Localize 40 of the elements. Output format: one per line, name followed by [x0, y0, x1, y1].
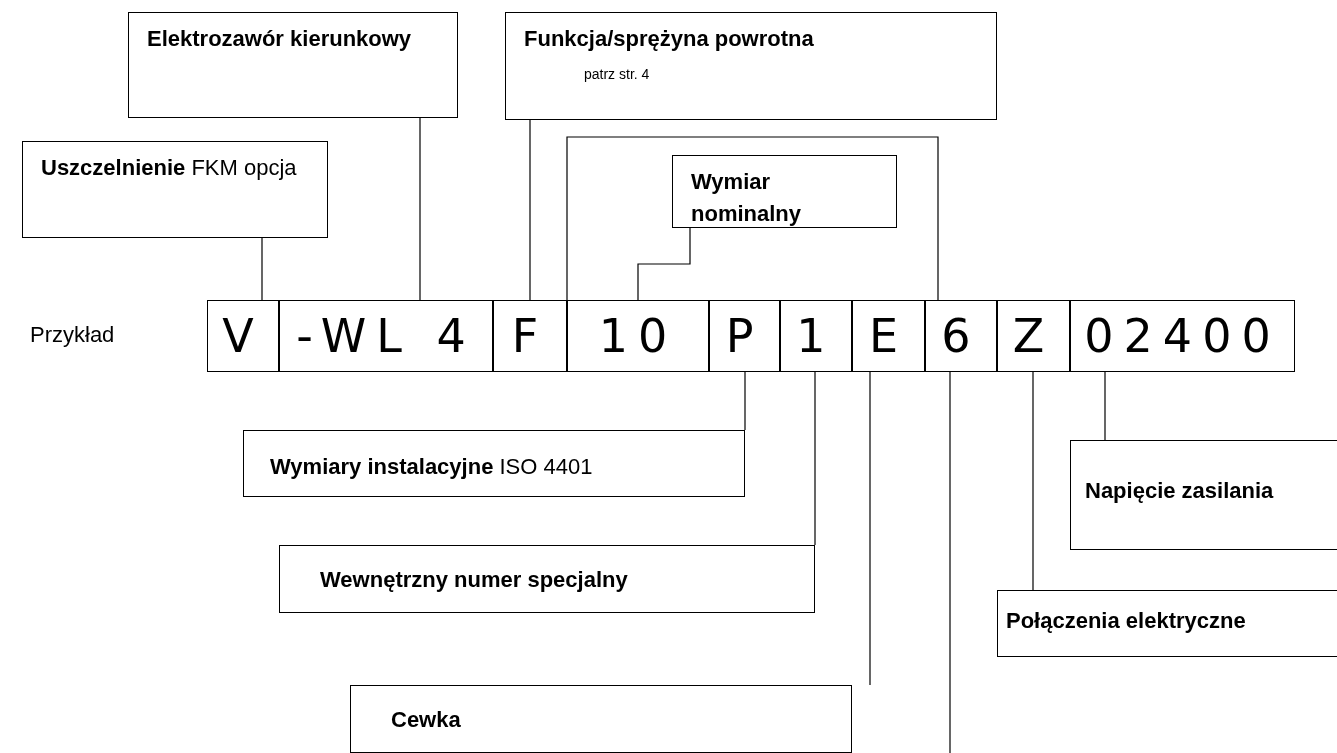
leader-line	[744, 371, 746, 431]
leader-line	[869, 371, 871, 686]
label-box	[22, 141, 328, 238]
code-segment: F	[493, 300, 567, 372]
code-segment: 10	[567, 300, 709, 372]
row-caption: Przykład	[30, 322, 115, 348]
label-text: Połączenia elektryczne	[1006, 607, 1247, 635]
label-text: Napięcie zasilania	[1085, 477, 1275, 505]
leader-line	[1032, 371, 1034, 591]
label-text: Wewnętrzny numer specjalny	[320, 566, 629, 594]
leader-line	[529, 119, 531, 301]
label-box	[997, 590, 1337, 657]
leader-line	[949, 371, 951, 753]
code-segment: Z	[997, 300, 1070, 372]
label-box	[1070, 440, 1337, 550]
label-text: Cewka	[391, 706, 462, 734]
code-segment: -WL 4	[279, 300, 493, 372]
leader-line	[261, 237, 263, 301]
code-segment: 1	[780, 300, 852, 372]
label-box	[279, 545, 815, 613]
code-segment: 02400	[1070, 300, 1295, 372]
note-text: patrz str. 4	[584, 65, 651, 84]
label-text: Wymiary instalacyjne ISO 4401	[270, 453, 594, 481]
label-box	[243, 430, 745, 497]
label-text: Wymiar nominalny	[691, 168, 802, 228]
label-box	[350, 685, 852, 753]
code-segment: 6	[925, 300, 997, 372]
code-segment: V	[207, 300, 279, 372]
leader-line	[637, 227, 691, 301]
leader-line	[814, 371, 816, 546]
code-segment: P	[709, 300, 780, 372]
label-text: Funkcja/sprężyna powrotna	[524, 25, 815, 53]
label-box	[128, 12, 458, 118]
label-box	[505, 12, 997, 120]
leader-line	[419, 117, 421, 301]
code-segment: E	[852, 300, 925, 372]
label-text: Uszczelnienie FKM opcja	[41, 154, 298, 182]
label-box	[672, 155, 897, 228]
leader-line	[1104, 371, 1106, 441]
label-text: Elektrozawór kierunkowy	[147, 25, 413, 53]
